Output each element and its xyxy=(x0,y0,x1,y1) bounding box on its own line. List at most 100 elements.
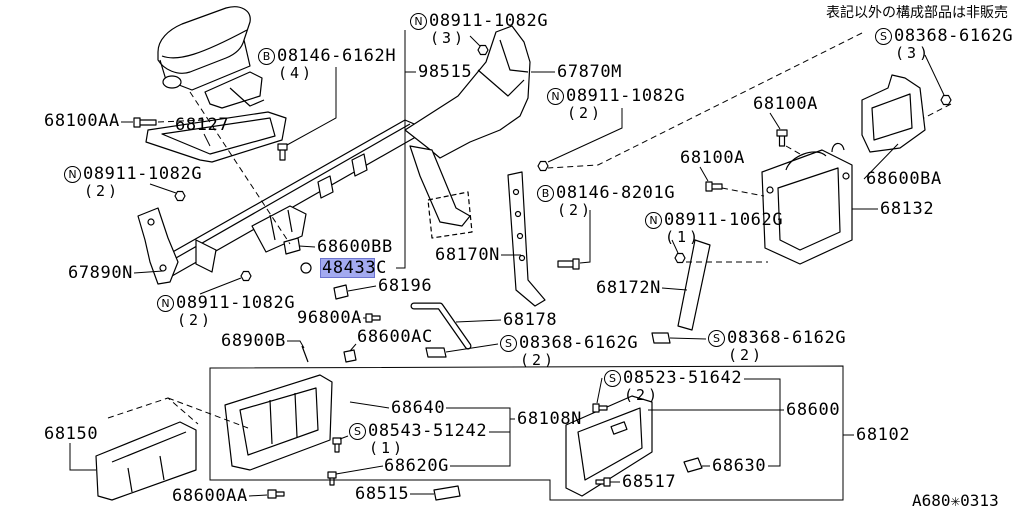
bolt xyxy=(557,258,580,270)
callout-code: 08146-8201G xyxy=(556,183,676,203)
leader-08543-screw xyxy=(339,435,349,440)
part-label-68170N[interactable]: 68170N xyxy=(435,245,501,265)
callout-code: 08911-1062G xyxy=(664,210,784,230)
screw xyxy=(332,437,342,453)
leader-68150 xyxy=(69,443,96,471)
part-label-68127[interactable]: 68127 xyxy=(175,115,230,135)
leader-bracket-68108N xyxy=(446,407,515,467)
nut xyxy=(537,160,549,172)
callout-code: 08911-1082G xyxy=(566,86,686,106)
bolt xyxy=(776,129,788,147)
leader-68100A-lower xyxy=(699,166,709,182)
leader-08368-mid xyxy=(445,343,499,353)
dashed-line xyxy=(785,145,801,155)
part-label-68600[interactable]: 68600 xyxy=(786,400,841,420)
bracket-67870M-leg xyxy=(409,145,471,227)
part-label-98515[interactable]: 98515 xyxy=(418,62,473,82)
hardware-type-badge: N xyxy=(645,212,662,229)
glove-box-latch xyxy=(610,421,628,435)
storage-box-ribs xyxy=(269,392,298,445)
bracket-67890N-outline xyxy=(137,207,179,285)
callout-quantity: (2) xyxy=(567,104,604,122)
pin-68900B xyxy=(301,345,309,363)
part-label-68150[interactable]: 68150 xyxy=(44,424,99,444)
part-label-68102[interactable]: 68102 xyxy=(856,425,911,445)
hardware-type-badge: S xyxy=(349,423,366,440)
bracket-68170N-hole xyxy=(516,232,524,240)
clip-68600BB xyxy=(283,237,301,255)
part-label-68517[interactable]: 68517 xyxy=(622,472,677,492)
bracket-68600BA-face xyxy=(871,93,913,141)
glove-box-lid-face xyxy=(577,407,643,481)
part-label-68620G[interactable]: 68620G xyxy=(384,456,450,476)
bracket-67890N-hole xyxy=(159,264,167,272)
leader-68127 xyxy=(203,133,211,147)
part-label-96800A[interactable]: 96800A xyxy=(297,308,363,328)
part-label-68100AA[interactable]: 68100AA xyxy=(44,111,120,131)
leader-68600BB xyxy=(298,245,316,248)
console-lid xyxy=(157,6,251,91)
beam-bracket-left xyxy=(195,239,217,273)
callout-code: 08368-6162G xyxy=(894,26,1014,46)
hardware-type-badge: S xyxy=(604,370,621,387)
frame-68132-hole xyxy=(842,172,850,180)
part-label-68172N[interactable]: 68172N xyxy=(596,278,662,298)
part-label-68100A-lower[interactable]: 68100A xyxy=(680,148,746,168)
clip-08368-mid xyxy=(425,347,447,358)
callout-quantity: (3) xyxy=(430,29,467,47)
part-label-67870M[interactable]: 67870M xyxy=(557,62,623,82)
hardware-type-badge: S xyxy=(708,330,725,347)
clip-48433C xyxy=(300,262,312,274)
part-label-67890N[interactable]: 67890N xyxy=(68,263,134,283)
frame-68132-outer xyxy=(761,149,853,265)
callout-quantity: (2) xyxy=(177,311,214,329)
lid-hinge-plate xyxy=(204,71,263,109)
nut xyxy=(240,270,252,282)
part-label-68600BA[interactable]: 68600BA xyxy=(866,169,942,189)
beam-tab-2 xyxy=(351,153,368,177)
callout-code: 08146-6162H xyxy=(277,46,397,66)
storage-box-panel xyxy=(239,387,319,456)
leader-08523-screw xyxy=(596,377,603,404)
part-label-68132[interactable]: 68132 xyxy=(880,199,935,219)
callout-quantity: (1) xyxy=(369,439,406,457)
assembly-dashed-lines xyxy=(107,32,952,429)
part-label-68600AA[interactable]: 68600AA xyxy=(172,486,248,506)
part-label-68196[interactable]: 68196 xyxy=(378,276,433,296)
part-label-68100A-upper[interactable]: 68100A xyxy=(753,94,819,114)
leader-68600AC xyxy=(349,343,357,352)
part-label-68640[interactable]: 68640 xyxy=(391,398,446,418)
part-label-68108N[interactable]: 68108N xyxy=(517,409,583,429)
hardware-type-badge: N xyxy=(157,295,174,312)
part-label-68178[interactable]: 68178 xyxy=(503,310,558,330)
leader-68620G xyxy=(335,465,384,475)
leader-68640 xyxy=(349,401,390,409)
part-label-68630[interactable]: 68630 xyxy=(712,456,767,476)
part-label-48433C-selected[interactable]: 48433C xyxy=(322,258,388,278)
callout-code: 08911-1082G xyxy=(176,293,296,313)
dashed-line xyxy=(721,187,765,197)
leader-68600BA xyxy=(863,143,899,180)
part-label-68600BB[interactable]: 68600BB xyxy=(317,237,393,257)
leader-08911-bottom-left xyxy=(199,277,242,295)
storage-box-outline xyxy=(224,374,333,471)
callout-quantity: (2) xyxy=(520,351,557,369)
part-label-68515[interactable]: 68515 xyxy=(355,484,410,504)
hardware-type-badge: B xyxy=(258,48,275,65)
part-label-68900B[interactable]: 68900B xyxy=(221,331,287,351)
part-label-68600AC[interactable]: 68600AC xyxy=(357,327,433,347)
callout-quantity: (2) xyxy=(557,201,594,219)
callout-quantity: (3) xyxy=(895,44,932,62)
